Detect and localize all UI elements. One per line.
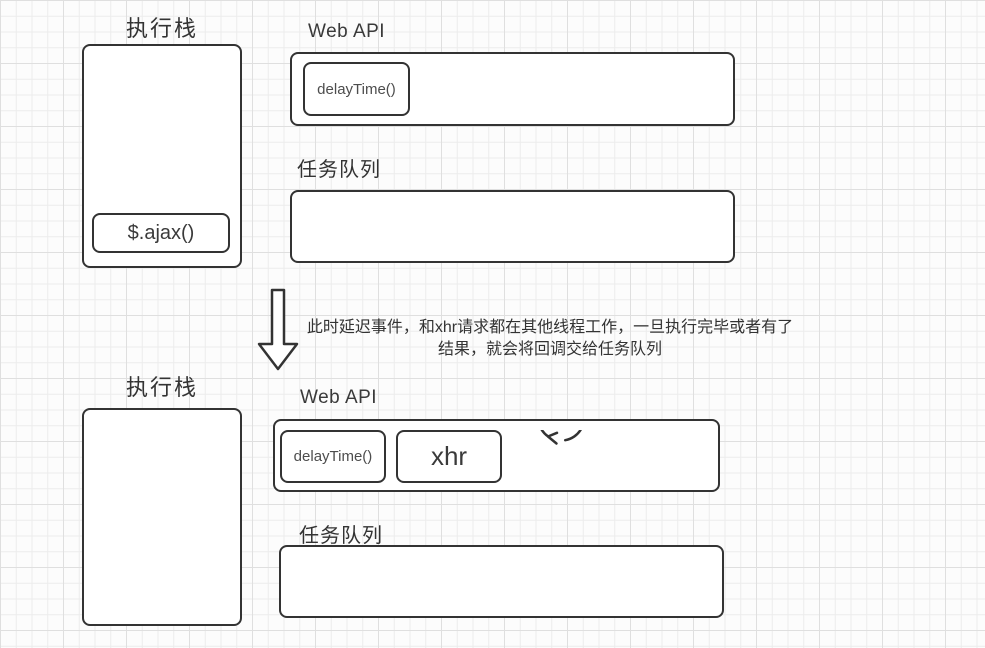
bottom-task-queue-label: 任务队列 bbox=[299, 525, 383, 547]
annotation-line-2: 结果，就会将回调交给任务队列 bbox=[437, 341, 662, 358]
top-task-queue-label: 任务队列 bbox=[297, 159, 381, 181]
annotation-text: 此时延迟事件，和xhr请求都在其他线程工作，一旦执行完毕或者有了 结果，就会将回… bbox=[285, 317, 815, 361]
annotation-line-1: 此时延迟事件，和xhr请求都在其他线程工作，一旦执行完毕或者有了 bbox=[306, 319, 794, 336]
loop-icon bbox=[540, 430, 582, 445]
bottom-task-queue-box bbox=[279, 545, 724, 618]
top-delaytime-item: delayTime() bbox=[303, 62, 410, 116]
bottom-delaytime-item: delayTime() bbox=[280, 430, 386, 483]
top-task-queue-box bbox=[290, 190, 735, 263]
top-webapi-label: Web API bbox=[308, 21, 386, 42]
top-execution-stack-label: 执行栈 bbox=[125, 16, 198, 41]
down-arrow-icon bbox=[257, 288, 299, 371]
top-ajax-item: $.ajax() bbox=[92, 213, 230, 253]
bottom-execution-stack-box bbox=[82, 408, 242, 626]
bottom-webapi-label: Web API bbox=[300, 387, 378, 408]
bottom-execution-stack-label: 执行栈 bbox=[125, 375, 198, 400]
bottom-xhr-item: xhr bbox=[396, 430, 502, 483]
